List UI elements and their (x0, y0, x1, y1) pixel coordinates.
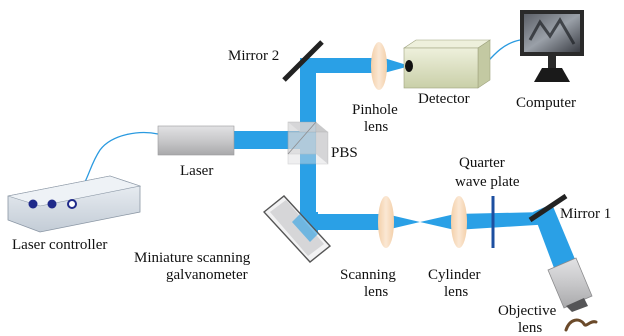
label-pinhole-lens-1: Pinhole (352, 102, 398, 118)
controller-ring (67, 199, 77, 209)
label-quarter-wave-2: wave plate (455, 174, 520, 190)
laser-controller (7, 175, 142, 233)
controller-dot-1 (28, 199, 38, 209)
pbs-cube (287, 121, 329, 165)
label-mirror-1: Mirror 1 (560, 206, 611, 222)
laser-beam (232, 58, 582, 284)
mirror-1 (528, 193, 568, 223)
label-laser: Laser (180, 163, 213, 179)
laser (157, 125, 235, 156)
label-scanning-lens-2: lens (364, 284, 388, 300)
label-galvanometer-1: Miniature scanning (134, 250, 251, 266)
label-pbs: PBS (331, 145, 358, 161)
computer (520, 10, 584, 82)
label-detector: Detector (418, 91, 470, 107)
cylinder-lens (451, 196, 467, 248)
label-scanning-lens-1: Scanning (340, 267, 396, 283)
label-cylinder-lens-1: Cylinder (428, 267, 481, 283)
label-cylinder-lens-2: lens (444, 284, 468, 300)
sample (564, 318, 598, 332)
pinhole-lens (371, 42, 387, 90)
label-quarter-wave-1: Quarter (459, 155, 505, 171)
scanning-galvanometer (262, 195, 332, 263)
controller-cable (83, 131, 159, 185)
detector (403, 39, 491, 89)
scanning-lens (378, 196, 394, 248)
objective-lens (547, 257, 593, 312)
label-objective-lens-1: Objective (498, 303, 557, 319)
mirror-2 (282, 40, 324, 82)
label-objective-lens-2: lens (518, 320, 542, 336)
label-computer: Computer (516, 95, 576, 111)
controller-dot-2 (47, 199, 57, 209)
label-laser-controller: Laser controller (12, 237, 107, 253)
label-mirror-2: Mirror 2 (228, 48, 279, 64)
label-galvanometer-2: galvanometer (166, 267, 248, 283)
label-pinhole-lens-2: lens (364, 119, 388, 135)
